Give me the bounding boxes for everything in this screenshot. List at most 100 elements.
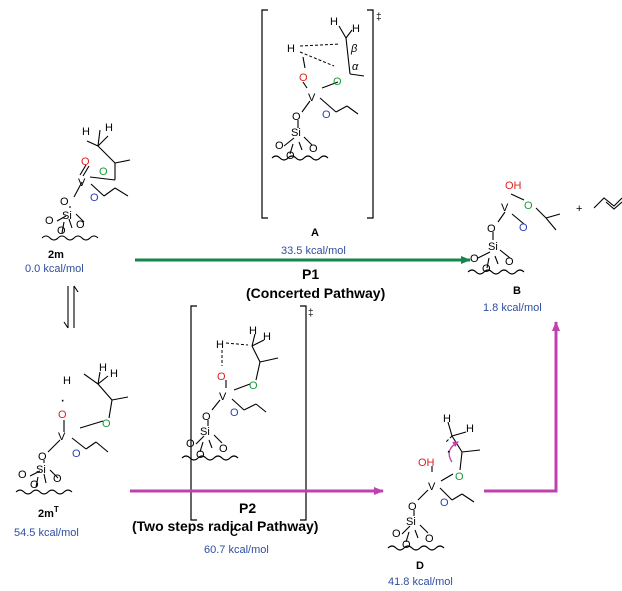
label-2mT: 2mT	[38, 505, 59, 520]
atom-O: O	[58, 409, 67, 421]
atom-O: O	[196, 449, 205, 461]
atom-O: O	[455, 471, 464, 483]
structure-2mT: H H H · O O V O O Si O O O 2mT 54.5 kcal…	[14, 362, 129, 539]
ts-symbol: ‡	[308, 308, 314, 319]
atom-O: O	[333, 76, 342, 88]
atom-O: O	[76, 219, 85, 231]
atom-Si: Si	[62, 210, 72, 222]
atom-H: H	[352, 23, 360, 35]
atom-O: O	[230, 407, 239, 419]
atom-O: O	[90, 192, 99, 204]
atom-O: O	[219, 443, 228, 455]
atom-O: O	[292, 111, 301, 123]
atom-Si: Si	[488, 241, 498, 253]
structure-B: OH O V O O Si O O O B 1.8 kcal/mol	[467, 180, 561, 314]
atom-O: O	[425, 533, 434, 545]
atom-H: H	[443, 413, 451, 425]
atom-O: O	[57, 225, 66, 237]
label-A: A	[311, 227, 319, 239]
atom-O: O	[470, 253, 479, 265]
atom-Si: Si	[36, 464, 46, 476]
radical-dot: ·	[60, 392, 65, 409]
label-2m: 2m	[48, 249, 64, 261]
atom-O: O	[30, 479, 39, 491]
atom-O: O	[519, 222, 528, 234]
atom-H: H	[110, 368, 118, 380]
atom-O: O	[487, 223, 496, 235]
atom-V: V	[58, 431, 66, 443]
atom-Si: Si	[406, 516, 416, 528]
energy-2m: 0.0 kcal/mol	[25, 263, 84, 275]
atom-O: O	[392, 528, 401, 540]
atom-O: O	[202, 411, 211, 423]
atom-V: V	[308, 92, 316, 104]
atom-O: O	[440, 497, 449, 509]
atom-O: O	[53, 473, 62, 485]
atom-OH: OH	[505, 180, 522, 192]
atom-O: O	[299, 72, 308, 84]
desc-p2: (Two steps radical Pathway)	[132, 518, 318, 534]
label-beta: β	[350, 43, 358, 55]
atom-O: O	[72, 448, 81, 460]
atom-O: O	[408, 501, 417, 513]
atom-O: O	[60, 196, 69, 208]
structure-D: H H · OH O V O O Si O O O D 41.8 kcal/mo…	[387, 413, 481, 588]
atom-H: H	[287, 43, 295, 55]
atom-O: O	[81, 156, 90, 168]
plus-sign: +	[576, 203, 582, 215]
label-alpha: α	[352, 61, 359, 73]
atom-H: H	[105, 122, 113, 134]
energy-C: 60.7 kcal/mol	[204, 544, 269, 556]
transition-state-C: ‡ H H H O O V O O Si O O O C 60.7 kcal/m…	[181, 305, 314, 556]
atom-O: O	[524, 200, 533, 212]
atom-O: O	[38, 451, 47, 463]
desc-p1: (Concerted Pathway)	[246, 285, 385, 301]
label-C: C	[230, 527, 238, 539]
atom-O: O	[99, 166, 108, 178]
atom-H: H	[330, 16, 338, 28]
radical-dot: ·	[446, 443, 451, 460]
label-p1: P1	[302, 266, 319, 282]
energy-B: 1.8 kcal/mol	[483, 302, 542, 314]
atom-O: O	[402, 539, 411, 551]
atom-V: V	[219, 391, 227, 403]
atom-O: O	[45, 215, 54, 227]
atom-H: H	[63, 375, 71, 387]
atom-H: H	[263, 331, 271, 343]
atom-O: O	[275, 140, 284, 152]
atom-OH: OH	[418, 457, 435, 469]
arrow-d-to-b	[484, 321, 560, 493]
label-B: B	[513, 285, 521, 297]
label-D: D	[416, 560, 424, 572]
label-p2: P2	[239, 500, 256, 516]
atom-Si: Si	[200, 426, 210, 438]
atom-V: V	[501, 202, 509, 214]
atom-O: O	[217, 371, 226, 383]
atom-V: V	[78, 177, 86, 189]
atom-H: H	[99, 362, 107, 374]
atom-H: H	[216, 339, 224, 351]
atom-O: O	[505, 256, 514, 268]
atom-O: O	[482, 263, 491, 275]
atom-V: V	[428, 481, 436, 493]
atom-H: H	[249, 325, 257, 337]
atom-H: H	[82, 126, 90, 138]
energy-D: 41.8 kcal/mol	[388, 576, 453, 588]
energy-2mT: 54.5 kcal/mol	[14, 527, 79, 539]
electron-arrow	[448, 441, 459, 463]
atom-O: O	[186, 438, 195, 450]
atom-O: O	[102, 418, 111, 430]
transition-state-A: ‡ H H H β α O O V O O Si O O O A 33.5 kc…	[261, 9, 382, 257]
energy-A: 33.5 kcal/mol	[281, 245, 346, 257]
atom-H: H	[466, 423, 474, 435]
ts-symbol: ‡	[376, 12, 382, 23]
atom-O: O	[18, 469, 27, 481]
structure-2m: H H O O V O O Si O O O 2m 0.0 kcal/mol	[25, 122, 131, 275]
atom-O: O	[249, 380, 258, 392]
atom-O: O	[309, 143, 318, 155]
atom-O: O	[286, 150, 295, 162]
equilibrium-arrows	[63, 285, 79, 329]
atom-Si: Si	[291, 127, 301, 139]
